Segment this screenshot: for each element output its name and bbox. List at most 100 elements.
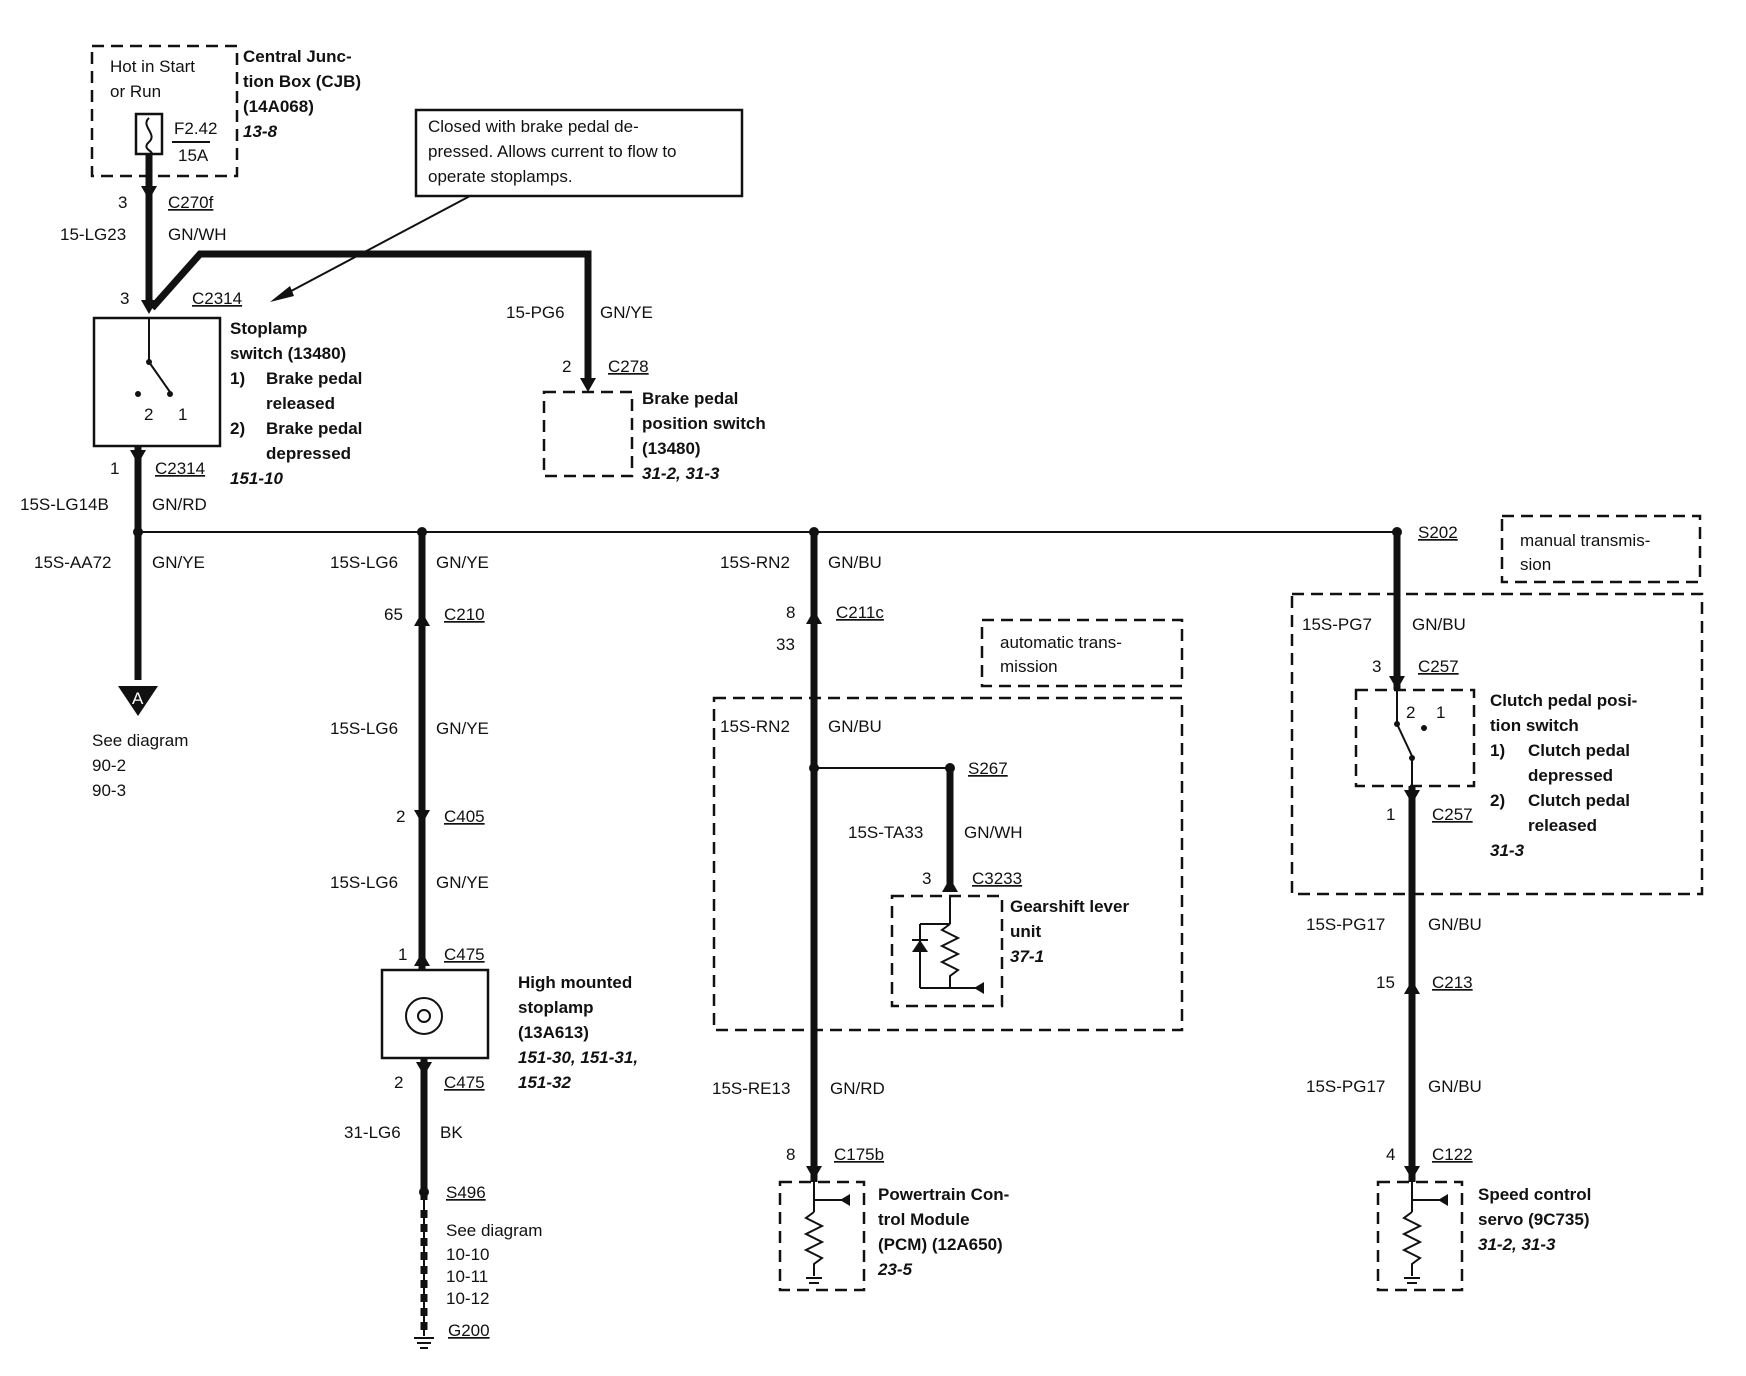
hms-ref-1: 151-30, 151-31, — [518, 1048, 638, 1067]
stoplamp-item-2-line-1: Brake pedal — [266, 419, 362, 438]
pin-3-c3233: 3 — [922, 869, 931, 888]
connector-c257-top: C257 — [1418, 657, 1459, 676]
top-wiring: 3 C270f 15-LG23 GN/WH 3 C2314 15-PG6 GN/… — [60, 154, 653, 392]
speed-control-servo: Speed control servo (9C735) 31-2, 31-3 — [1376, 1180, 1591, 1292]
connector-c122: C122 — [1432, 1145, 1473, 1164]
color-gn-bu-servo-3: GN/BU — [1428, 1077, 1482, 1096]
hms-see-ref-2: 10-11 — [446, 1267, 488, 1286]
pin-8-c211c: 8 — [786, 603, 795, 622]
hms-title-1: High mounted — [518, 973, 632, 992]
cpp-item-2-num: 2) — [1490, 791, 1505, 810]
connector-c2314-top: C2314 — [192, 289, 242, 308]
stoplamp-item-1-line-1: Brake pedal — [266, 369, 362, 388]
splice-bus: S202 — [133, 523, 1458, 542]
pin-3-c270f: 3 — [118, 193, 127, 212]
cjb-title-2: tion Box (CJB) — [243, 72, 361, 91]
fuse-amps: 15A — [178, 146, 209, 165]
connector-c213: C213 — [1432, 973, 1473, 992]
color-gn-rd-left: GN/RD — [152, 495, 207, 514]
pin-65-c210: 65 — [384, 605, 403, 624]
pin-3-c257: 3 — [1372, 657, 1381, 676]
color-gn-ye-hms-1: GN/YE — [436, 553, 489, 572]
left-branch: 15S-LG14B GN/RD 15S-AA72 GN/YE A See dia… — [20, 495, 207, 800]
arrow-a-label: A — [132, 689, 144, 708]
cpp-item-1-line-2: depressed — [1528, 766, 1613, 785]
pcm-title-2: trol Module — [878, 1210, 970, 1229]
color-gn-ye-hms-3: GN/YE — [436, 873, 489, 892]
left-see-diagram: See diagram — [92, 731, 188, 750]
pcm-title-3: (PCM) (12A650) — [878, 1235, 1003, 1254]
central-junction-box: Hot in Start or Run F2.42 15A Central Ju… — [90, 44, 361, 178]
circuit-15s-ta33: 15S-TA33 — [848, 823, 923, 842]
automatic-trans-label-1: automatic trans- — [1000, 633, 1122, 652]
connector-c175b: C175b — [834, 1145, 884, 1164]
circuit-15s-rn2-1: 15S-RN2 — [720, 553, 790, 572]
circuit-15s-re13: 15S-RE13 — [712, 1079, 790, 1098]
color-gn-ye-left: GN/YE — [152, 553, 205, 572]
cpp-item-1-num: 1) — [1490, 741, 1505, 760]
cpp-title-1: Clutch pedal posi- — [1490, 691, 1637, 710]
cjb-hot-label-1: Hot in Start — [110, 57, 195, 76]
callout-line-3: operate stoplamps. — [428, 167, 573, 186]
pin-1-c257: 1 — [1386, 805, 1395, 824]
hms-ref-2: 151-32 — [518, 1073, 571, 1092]
pin-15-c213: 15 — [1376, 973, 1395, 992]
connector-c405: C405 — [444, 807, 485, 826]
pin-3-c2314: 3 — [120, 289, 129, 308]
stoplamp-title-1: Stoplamp — [230, 319, 307, 338]
gearshift-title-2: unit — [1010, 922, 1041, 941]
servo-title-2: servo (9C735) — [1478, 1210, 1590, 1229]
color-gn-bu-pcm-1: GN/BU — [828, 553, 882, 572]
circuit-15s-pg17-1: 15S-PG17 — [1306, 915, 1385, 934]
bpps-title-1: Brake pedal — [642, 389, 738, 408]
pcm-module: Powertrain Con- trol Module (PCM) (12A65… — [778, 1180, 1009, 1292]
pin-4-c122: 4 — [1386, 1145, 1395, 1164]
circuit-15s-lg14b: 15S-LG14B — [20, 495, 109, 514]
stoplamp-item-2-num: 2) — [230, 419, 245, 438]
clutch-pedal-position-switch: 2 1 Clutch pedal posi- tion switch 1) Cl… — [1354, 688, 1637, 860]
callout-line-1: Closed with brake pedal de- — [428, 117, 639, 136]
gearshift-lever-unit: Gearshift lever unit 37-1 — [890, 894, 1129, 1008]
stoplamp-pin-2: 2 — [144, 405, 153, 424]
color-gn-bu-pcm-2: GN/BU — [828, 717, 882, 736]
cjb-ref: 13-8 — [243, 122, 278, 141]
color-gn-rd-pcm: GN/RD — [830, 1079, 885, 1098]
stoplamp-item-1-num: 1) — [230, 369, 245, 388]
circuit-15s-aa72: 15S-AA72 — [34, 553, 112, 572]
pin-33-c211c: 33 — [776, 635, 795, 654]
connector-c270f: C270f — [168, 193, 214, 212]
color-gn-ye-pg6: GN/YE — [600, 303, 653, 322]
ground-g200: G200 — [448, 1321, 490, 1340]
circuit-15-lg23: 15-LG23 — [60, 225, 126, 244]
color-gn-bu-servo-2: GN/BU — [1428, 915, 1482, 934]
hms-see-diagram: See diagram — [446, 1221, 542, 1240]
stoplamp-item-1-line-2: released — [266, 394, 335, 413]
circuit-15-pg6: 15-PG6 — [506, 303, 565, 322]
callout-note: Closed with brake pedal de- pressed. All… — [270, 108, 744, 302]
manual-trans-label-2: sion — [1520, 555, 1551, 574]
splice-s267: S267 — [968, 759, 1008, 778]
pin-2-c475: 2 — [394, 1073, 403, 1092]
gearshift-title-1: Gearshift lever — [1010, 897, 1129, 916]
pcm-title-1: Powertrain Con- — [878, 1185, 1009, 1204]
color-gn-ye-hms-2: GN/YE — [436, 719, 489, 738]
circuit-31-lg6: 31-LG6 — [344, 1123, 401, 1142]
circuit-15s-lg6-1: 15S-LG6 — [330, 553, 398, 572]
color-bk: BK — [440, 1123, 463, 1142]
servo-title-1: Speed control — [1478, 1185, 1591, 1204]
color-gn-wh-top: GN/WH — [168, 225, 227, 244]
pin-8-c175b: 8 — [786, 1145, 795, 1164]
cpp-item-2-line-2: released — [1528, 816, 1597, 835]
circuit-15s-pg17-2: 15S-PG17 — [1306, 1077, 1385, 1096]
connector-c278: C278 — [608, 357, 649, 376]
circuit-15s-pg7: 15S-PG7 — [1302, 615, 1372, 634]
automatic-trans-label-2: mission — [1000, 657, 1058, 676]
cjb-hot-label-2: or Run — [110, 82, 161, 101]
cpp-item-2-line-1: Clutch pedal — [1528, 791, 1630, 810]
pin-1-c2314: 1 — [110, 459, 119, 478]
hms-title-2: stoplamp — [518, 998, 594, 1017]
connector-c257-bottom: C257 — [1432, 805, 1473, 824]
hms-see-ref-3: 10-12 — [446, 1289, 489, 1308]
connector-c3233: C3233 — [972, 869, 1022, 888]
